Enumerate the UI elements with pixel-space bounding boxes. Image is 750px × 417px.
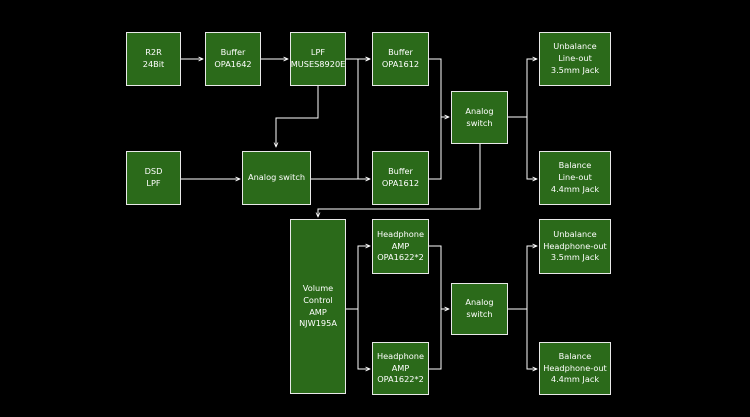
wire-lpf-to-analog-switch <box>276 86 319 147</box>
wire-buffers-to-switch1 <box>429 58 449 180</box>
wire-switch2-to-unbal-hp <box>508 246 537 310</box>
block-analog-switch-main: Analog switch <box>242 151 311 205</box>
wire-switch1-to-bal-line <box>526 117 537 179</box>
wire-switch1-to-unbal-line <box>508 59 537 118</box>
wire-switch1-to-volume <box>318 144 481 217</box>
wire-volume-to-hp-amps <box>346 245 370 369</box>
wire-analog-switch-to-buffers <box>311 59 370 179</box>
wire-switch2-to-bal-hp <box>526 309 537 369</box>
wire-hp-amps-to-switch2 <box>429 245 449 370</box>
